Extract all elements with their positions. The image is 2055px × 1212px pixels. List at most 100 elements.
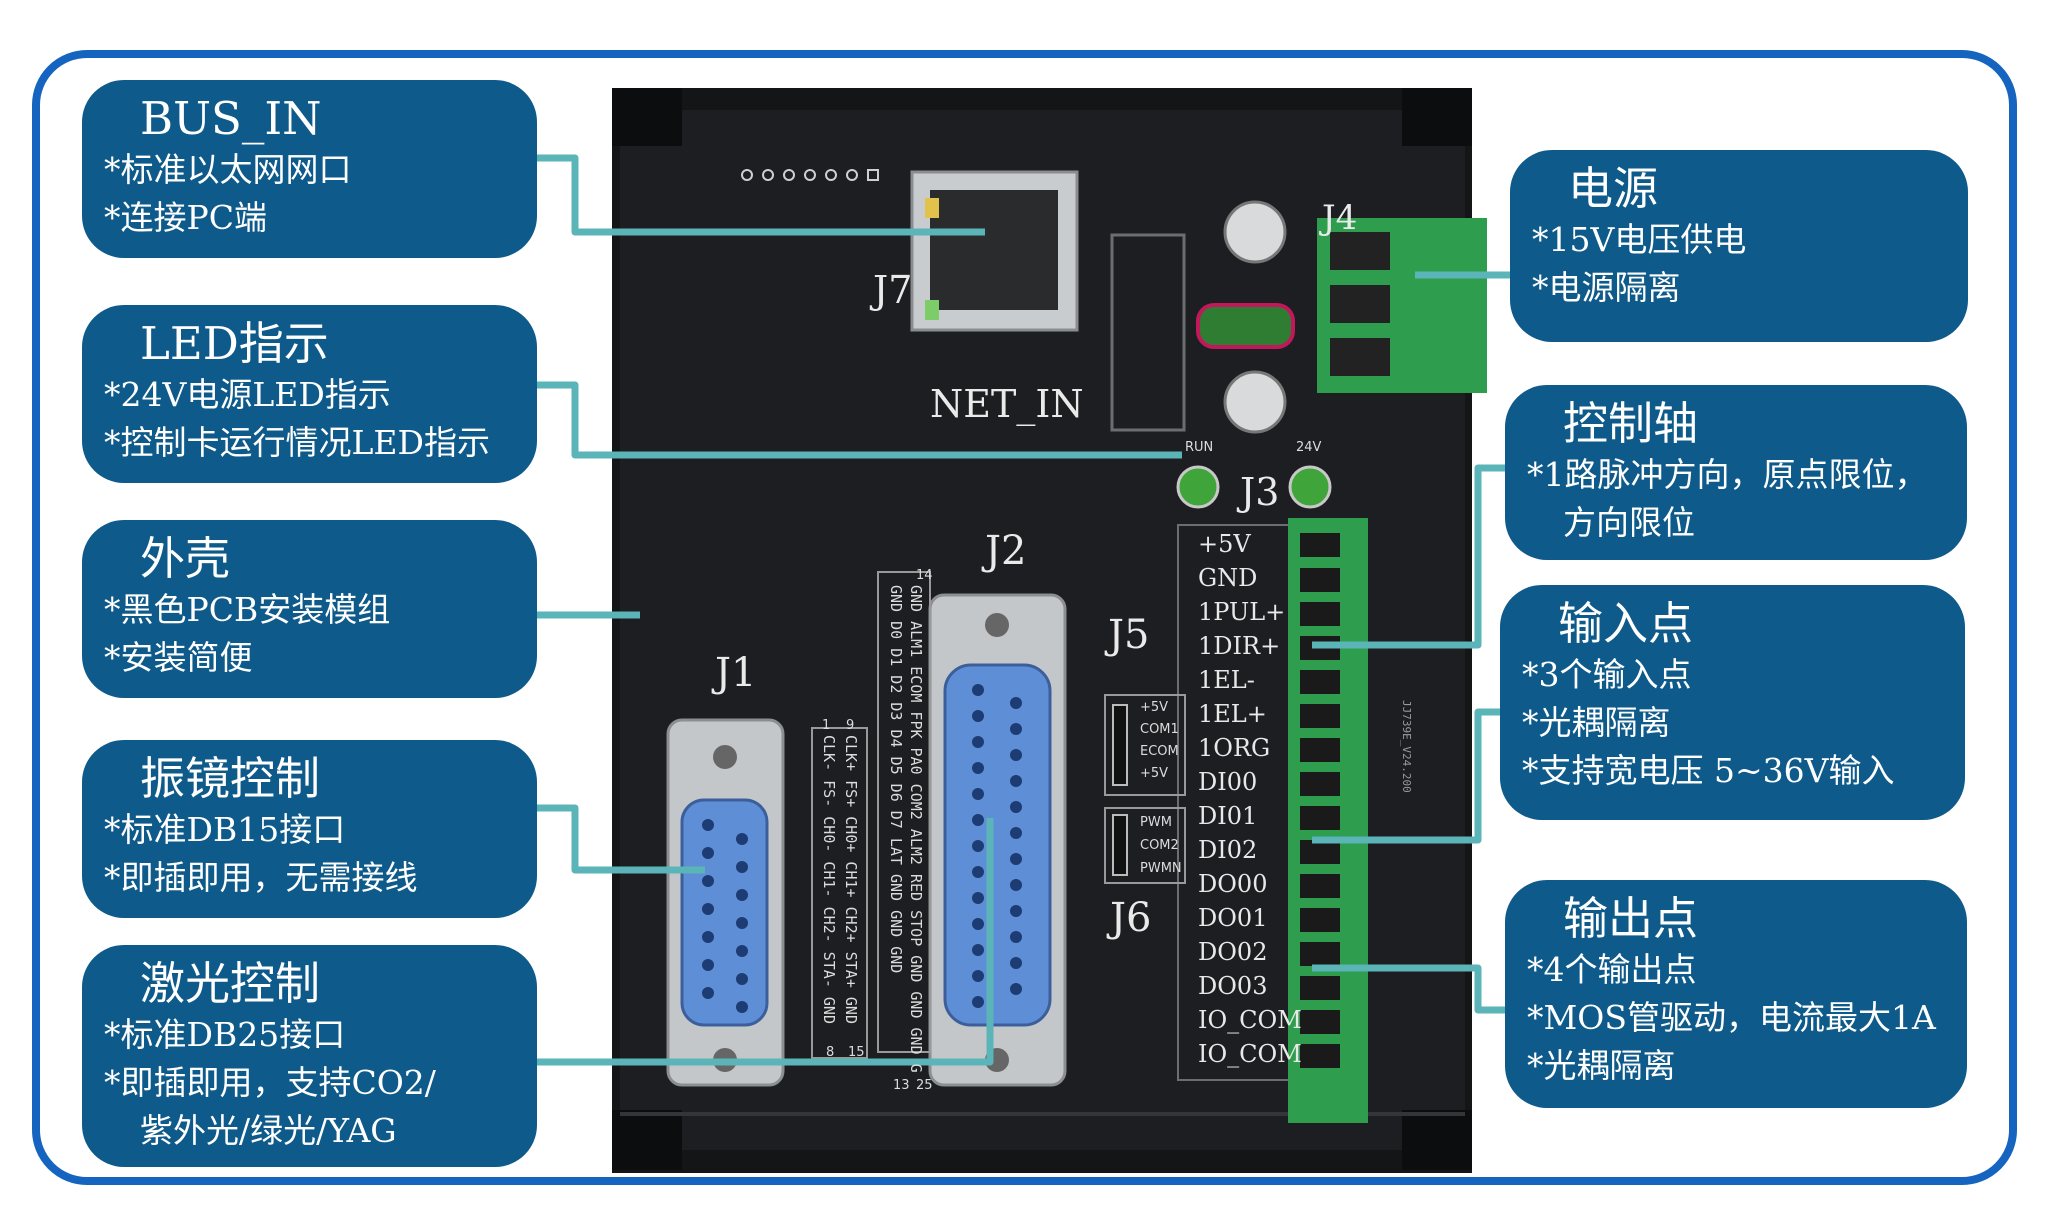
leader-lines xyxy=(535,154,1515,1066)
callout-shell: 外壳 *黑色PCB安装模组 *安装简便 xyxy=(82,520,537,698)
leader-led xyxy=(535,381,1182,459)
j3-screws xyxy=(1300,533,1340,1068)
callout-line: *4个输出点 xyxy=(1527,950,1697,989)
callout-line: *光耦隔离 xyxy=(1527,1046,1676,1085)
db25-pin-25: 25 xyxy=(916,1078,933,1093)
db15-pin-15: 15 xyxy=(848,1045,865,1060)
j6-label: J6 xyxy=(1110,895,1152,941)
callout-line: *标准DB25接口 xyxy=(104,1015,346,1054)
terminal-label: DO03 xyxy=(1198,972,1268,1000)
callout-line: *电源隔离 xyxy=(1532,268,1681,307)
power-block xyxy=(1110,233,1186,432)
db25-pin-labels-2: GND ALM1 ECOM FPK PA0 COM2 ALM2 RED STOP… xyxy=(907,585,925,1073)
j3-label: J3 xyxy=(1240,470,1280,514)
leader-galvo xyxy=(535,804,705,874)
j4-label: J4 xyxy=(1322,198,1358,238)
db15-screw-top xyxy=(713,745,737,769)
j2-label: J2 xyxy=(985,528,1027,574)
run-label: RUN xyxy=(1185,440,1214,455)
terminal-label: 1EL- xyxy=(1198,666,1255,694)
terminal-label: 1PUL+ xyxy=(1198,598,1286,626)
leader-outputs xyxy=(1312,964,1510,1014)
callout-title: LED指示 xyxy=(140,317,329,370)
rj45-led-green xyxy=(925,300,939,320)
callout-title: 外壳 xyxy=(140,532,231,585)
rail-top-right xyxy=(1402,88,1472,146)
outer-frame xyxy=(32,50,2017,1185)
j6-pin-label: PWMN xyxy=(1140,861,1182,876)
callout-line: 紫外光/绿光/YAG xyxy=(140,1111,397,1150)
db15-pin-8: 8 xyxy=(826,1045,835,1060)
j7-label: J7 xyxy=(873,268,913,312)
callout-outputs: 输出点 *4个输出点 *MOS管驱动，电流最大1A *光耦隔离 xyxy=(1505,880,1967,1108)
j5-pin-label: COM1 xyxy=(1140,722,1179,737)
leader-inputs xyxy=(1312,708,1505,844)
callout-line: *即插即用，无需接线 xyxy=(104,858,418,897)
callout-line: *控制卡运行情况LED指示 xyxy=(104,423,490,462)
terminal-label: GND xyxy=(1198,564,1258,592)
callout-title: 输出点 xyxy=(1563,892,1699,945)
capacitor-bottom xyxy=(1223,370,1287,434)
inductor xyxy=(1196,303,1295,349)
callout-line: *光耦隔离 xyxy=(1522,703,1671,742)
db25-socket xyxy=(943,663,1052,1027)
db15-pin-1: 1 xyxy=(822,718,831,733)
terminal-label: IO_COM xyxy=(1198,1006,1302,1034)
db25-screw-top xyxy=(985,613,1009,637)
callout-power: 电源 *15V电压供电 *电源隔离 xyxy=(1510,150,1968,342)
leader-laser xyxy=(535,818,994,1066)
callout-line: 方向限位 xyxy=(1563,503,1695,542)
j6-jumper xyxy=(1112,814,1128,876)
callout-line: *3个输入点 xyxy=(1522,655,1692,694)
j5-jumper xyxy=(1112,704,1128,786)
db15-pin-9: 9 xyxy=(846,718,855,733)
callout-inputs: 输入点 *3个输入点 *光耦隔离 *支持宽电压 5~36V输入 xyxy=(1500,585,1965,820)
rj45-port xyxy=(930,190,1058,310)
v24-label: 24V xyxy=(1296,440,1322,455)
rail-bottom-right xyxy=(1402,1110,1472,1170)
pad-row xyxy=(741,169,879,181)
callout-line: *15V电压供电 xyxy=(1532,220,1747,259)
j5-label: J5 xyxy=(1108,612,1150,658)
j5-pin-label: ECOM xyxy=(1140,744,1179,759)
board-version: JJ739E_V24.200 xyxy=(1400,700,1413,793)
leader-axis xyxy=(1312,464,1510,649)
terminal-label: DO01 xyxy=(1198,904,1268,932)
callout-line: *标准DB15接口 xyxy=(104,810,346,849)
callout-title: BUS_IN xyxy=(140,92,322,145)
terminal-label: DO02 xyxy=(1198,938,1268,966)
callout-line: *24V电源LED指示 xyxy=(104,375,391,414)
db25-pin-labels-1: GND D0 D1 D2 D3 D4 D5 D6 D7 LAT GND GND … xyxy=(887,585,905,974)
j4-screws xyxy=(1330,232,1390,376)
j1-label: J1 xyxy=(715,650,757,696)
db25-label-box xyxy=(877,571,931,1053)
callout-led: LED指示 *24V电源LED指示 *控制卡运行情况LED指示 xyxy=(82,305,537,483)
db15-pin-labels-2: CLK+ FS+ CH0+ CH1+ CH2+ STA+ GND xyxy=(842,735,860,1024)
terminal-label: DI00 xyxy=(1198,768,1258,796)
callout-line: *支持宽电压 5~36V输入 xyxy=(1522,751,1895,790)
callout-line: *即插即用，支持CO2/ xyxy=(104,1063,436,1102)
callout-axis: 控制轴 *1路脉冲方向，原点限位， 方向限位 xyxy=(1505,385,1967,560)
callout-line: *1路脉冲方向，原点限位， xyxy=(1527,455,1928,494)
callout-title: 振镜控制 xyxy=(140,752,321,805)
terminal-label: IO_COM xyxy=(1198,1040,1302,1068)
terminal-label: 1ORG xyxy=(1198,734,1271,762)
callout-title: 控制轴 xyxy=(1563,397,1699,450)
power-24v-led xyxy=(1288,465,1332,509)
rail-line xyxy=(620,1112,1465,1116)
callout-line: *安装简便 xyxy=(104,638,253,677)
terminal-label: DI02 xyxy=(1198,836,1258,864)
leader-bus-in xyxy=(535,154,985,236)
j6-pin-label: PWM xyxy=(1140,815,1172,830)
j5-pin-label: +5V xyxy=(1140,700,1169,715)
terminal-label: DO00 xyxy=(1198,870,1268,898)
terminal-label: 1DIR+ xyxy=(1198,632,1281,660)
callout-title: 输入点 xyxy=(1558,597,1694,650)
rail-top-left xyxy=(612,88,682,146)
run-led xyxy=(1176,465,1220,509)
callout-line: *MOS管驱动，电流最大1A xyxy=(1527,998,1936,1037)
callout-bus-in: BUS_IN *标准以太网网口 *连接PC端 xyxy=(82,80,537,258)
terminal-label: 1EL+ xyxy=(1198,700,1267,728)
j5-pin-label: +5V xyxy=(1140,766,1169,781)
